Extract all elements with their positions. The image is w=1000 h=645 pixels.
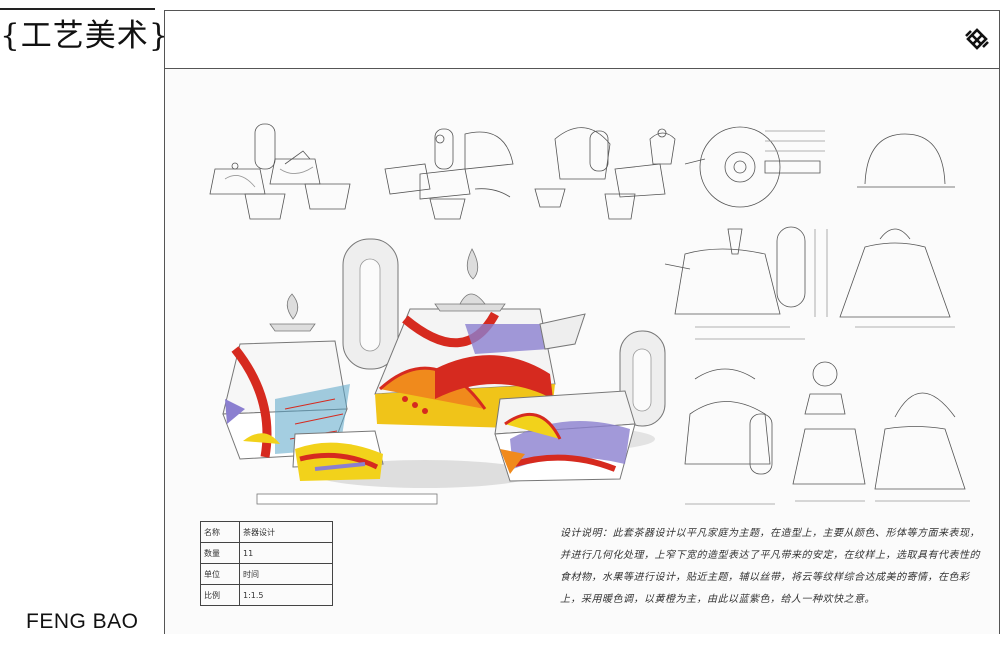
thumbnail-sketches xyxy=(209,123,676,220)
title-brace-close: } xyxy=(148,18,170,54)
top-left-rule xyxy=(0,8,155,10)
spec-value: 11 xyxy=(239,542,333,564)
design-illustration xyxy=(209,123,970,505)
spec-value: 茶器设计 xyxy=(239,521,333,543)
title-brace-open: { xyxy=(0,18,21,54)
technical-drawings xyxy=(664,126,970,505)
spec-row: 名称 茶器设计 xyxy=(200,521,333,543)
panel-header xyxy=(165,11,999,69)
spec-row: 单位 时间 xyxy=(200,563,333,585)
spec-value: 时间 xyxy=(239,563,333,585)
spec-row: 数量 11 xyxy=(200,542,333,564)
spec-key: 数量 xyxy=(200,542,240,564)
author-name: FENG BAO xyxy=(26,610,139,633)
interlocking-knot-logo-icon[interactable] xyxy=(963,25,991,53)
spec-row: 比例 1:1.5 xyxy=(200,584,333,606)
main-teaset-rendering xyxy=(222,238,666,505)
spec-key: 单位 xyxy=(200,563,240,585)
spec-value: 1:1.5 xyxy=(239,584,333,606)
spec-key: 比例 xyxy=(200,584,240,606)
artwork-panel: 名称 茶器设计 数量 11 单位 时间 比例 1:1.5 设计说明：此套茶器设计… xyxy=(164,10,1000,634)
design-description: 设计说明：此套茶器设计以平凡家庭为主题，在造型上，主要从颜色、形体等方面来表现，… xyxy=(560,528,980,605)
title-text: 工艺美术 xyxy=(20,18,149,54)
design-sheet: 名称 茶器设计 数量 11 单位 时间 比例 1:1.5 设计说明：此套茶器设计… xyxy=(165,69,999,634)
spec-table: 名称 茶器设计 数量 11 单位 时间 比例 1:1.5 xyxy=(200,521,333,606)
portfolio-category-title: {工艺美术} xyxy=(0,14,169,58)
spec-key: 名称 xyxy=(200,521,240,543)
